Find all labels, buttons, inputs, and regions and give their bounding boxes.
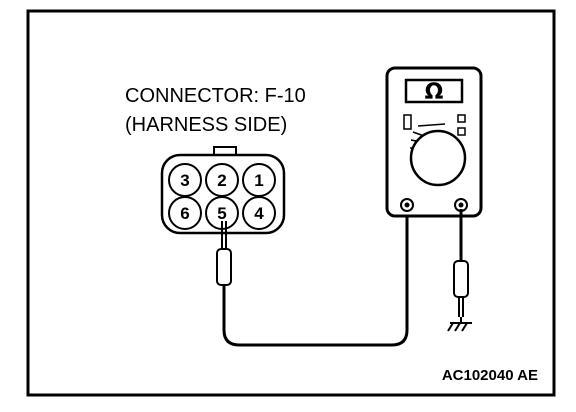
multimeter-display — [404, 78, 464, 104]
svg-text:3: 3 — [180, 171, 189, 190]
meter-mode-button — [457, 127, 466, 136]
meter-mode-button — [457, 114, 466, 123]
connector-pin: 4 — [242, 196, 276, 230]
connector-subtitle: (HARNESS SIDE) — [125, 114, 287, 136]
svg-text:6: 6 — [180, 204, 189, 223]
probe-left — [216, 221, 232, 300]
svg-text:4: 4 — [254, 204, 264, 223]
multimeter: Ω — [385, 66, 483, 218]
meter-jack-com — [400, 198, 414, 212]
connector-f10: 3 2 1 6 5 4 — [160, 146, 286, 235]
ohm-symbol: Ω — [425, 80, 444, 105]
rotary-dial — [409, 129, 467, 187]
connector-pin: 3 — [168, 163, 202, 197]
svg-text:2: 2 — [217, 171, 226, 190]
probe-right — [453, 209, 469, 317]
figure-frame — [26, 9, 556, 397]
test-lead-wire — [222, 209, 409, 347]
connector-pin: 2 — [205, 163, 239, 197]
meter-mode-button — [403, 114, 412, 130]
ground-icon — [447, 317, 472, 332]
svg-text:1: 1 — [254, 171, 263, 190]
figure-code: AC102040 AE — [442, 367, 538, 384]
svg-text:5: 5 — [217, 204, 226, 223]
connector-title: CONNECTOR: F-10 — [125, 85, 306, 107]
connector-pin: 1 — [242, 163, 276, 197]
connector-pin: 6 — [168, 196, 202, 230]
